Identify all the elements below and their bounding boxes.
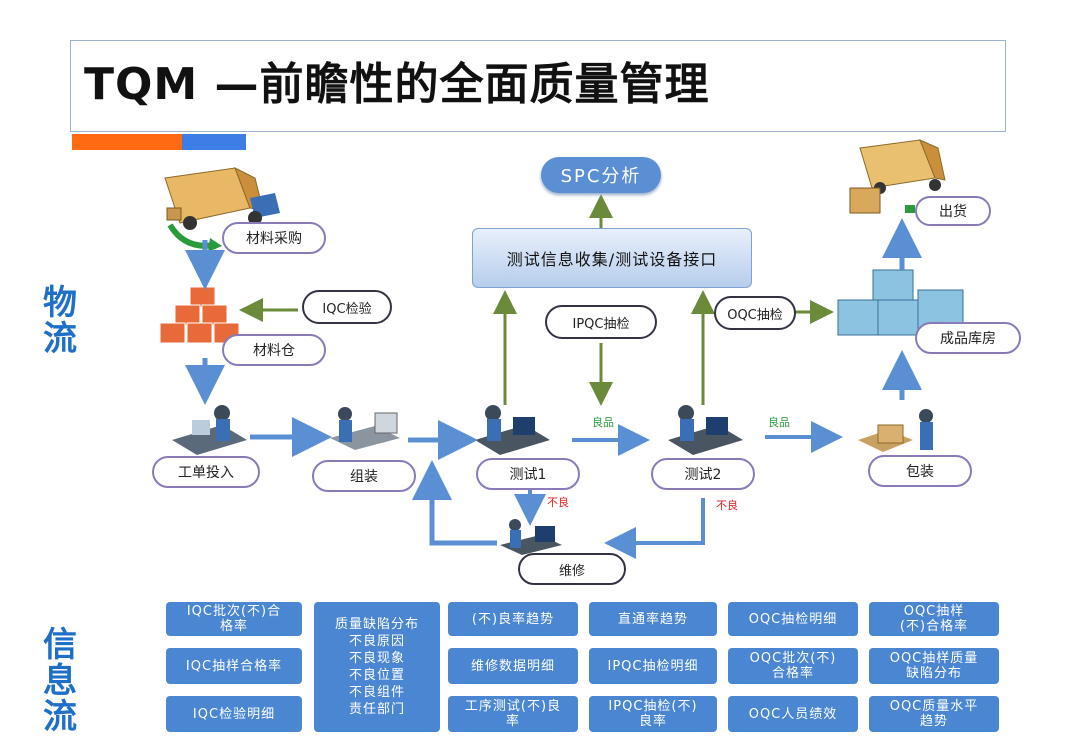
spc-analysis-box: SPC分析 — [541, 157, 661, 193]
worker-icon-work-order — [172, 405, 247, 455]
material-purchase-label: 材料采购 — [222, 222, 326, 254]
logistics-label: 物 流 — [40, 285, 80, 357]
test2-label: 测试2 — [651, 458, 755, 490]
shipping-label: 出货 — [915, 196, 991, 226]
info-defect-rate-trend: (不)良率趋势 — [448, 602, 578, 636]
oqc-sampling-label: OQC抽检 — [714, 296, 796, 330]
defect-tag-test2: 不良 — [716, 499, 738, 512]
ipqc-sampling-label: IPQC抽检 — [545, 305, 657, 339]
good-tag-test1: 良品 — [592, 416, 614, 429]
title-frame — [70, 40, 1006, 132]
worker-icon-repair — [500, 519, 562, 555]
info-iqc-inspection-detail: IQC检验明细 — [166, 696, 302, 732]
good-tag-test2: 良品 — [768, 416, 790, 429]
information-label: 信 息 流 — [40, 627, 80, 735]
assembly-label: 组装 — [312, 460, 416, 492]
material-store-label: 材料仓 — [222, 334, 326, 366]
test1-label: 测试1 — [476, 458, 580, 490]
info-defect-distribution: 质量缺陷分布 不良原因 不良现象 不良位置 不良组件 责任部门 — [314, 602, 440, 732]
information-char: 流 — [43, 697, 77, 737]
worker-icon-packing — [858, 409, 933, 452]
delivery-truck-icon — [849, 139, 946, 214]
truck-icon — [164, 166, 280, 230]
worker-icon-assembly — [330, 407, 400, 450]
boxes-icon — [159, 286, 240, 344]
page-title: TQM —前瞻性的全面质量管理 — [84, 59, 710, 110]
information-char: 信 — [43, 625, 77, 665]
logistics-char: 物 — [43, 283, 77, 323]
information-char: 息 — [43, 661, 77, 701]
finished-goods-store-label: 成品库房 — [915, 322, 1021, 354]
info-iqc-batch-pass-rate: IQC批次(不)合 格率 — [166, 602, 302, 636]
accent-bar-blue — [182, 134, 246, 150]
repair-label: 维修 — [518, 553, 626, 585]
worker-icon-test1 — [475, 405, 550, 455]
work-order-label: 工单投入 — [152, 456, 260, 488]
packing-label: 包装 — [868, 455, 972, 487]
iqc-inspection-label: IQC检验 — [302, 290, 392, 324]
defect-tag-test1: 不良 — [547, 496, 569, 509]
logistics-char: 流 — [43, 319, 77, 359]
info-iqc-sample-pass-rate: IQC抽样合格率 — [166, 648, 302, 684]
info-oqc-batch-pass-rate: OQC批次(不) 合格率 — [728, 648, 858, 684]
info-oqc-quality-trend: OQC质量水平 趋势 — [869, 696, 999, 732]
info-process-test-defect-rate: 工序测试(不)良 率 — [448, 696, 578, 732]
info-repair-data-detail: 维修数据明细 — [448, 648, 578, 684]
info-oqc-defect-distribution: OQC抽样质量 缺陷分布 — [869, 648, 999, 684]
info-oqc-staff-performance: OQC人员绩效 — [728, 696, 858, 732]
info-ipqc-defect-rate: IPQC抽检(不) 良率 — [589, 696, 717, 732]
info-ipqc-sampling-detail: IPQC抽检明细 — [589, 648, 717, 684]
accent-bar-orange — [72, 134, 182, 150]
test-data-collection-box: 测试信息收集/测试设备接口 — [472, 228, 752, 288]
info-oqc-sampling-detail: OQC抽检明细 — [728, 602, 858, 636]
info-first-pass-yield-trend: 直通率趋势 — [589, 602, 717, 636]
info-oqc-sample-pass-rate: OQC抽样 (不)合格率 — [869, 602, 999, 636]
worker-icon-test2 — [668, 405, 743, 455]
